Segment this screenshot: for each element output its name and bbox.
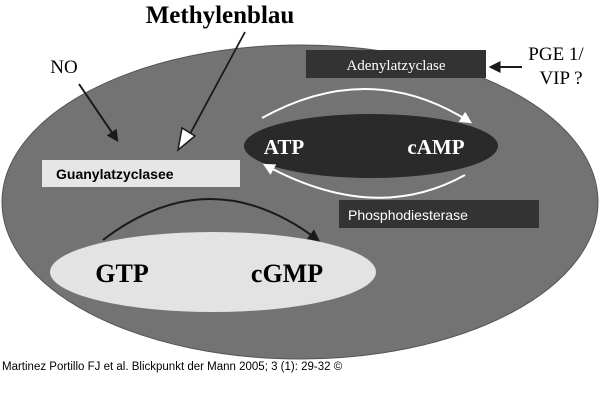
- diagram-canvas: Adenylatzyclase Guanylatzyclasee Phospho…: [1, 2, 599, 360]
- no-label: NO: [50, 57, 77, 78]
- atp-to-camp-arrow: [261, 88, 473, 124]
- gtp-label: GTP: [95, 259, 149, 288]
- vip-label: VIP ?: [539, 68, 582, 89]
- pge-label: PGE 1/: [528, 44, 584, 65]
- gtp-cgmp-oval: [50, 232, 376, 312]
- phosphodiesterase-box: [339, 200, 539, 228]
- gtp-to-cgmp-arrow: [102, 198, 320, 242]
- methylenblau-arrow-shaft: [189, 31, 246, 135]
- cgmp-label: cGMP: [251, 259, 323, 288]
- atp-camp-oval: [244, 114, 498, 178]
- source-credit: Martinez Portillo FJ et al. Blickpunkt d…: [2, 361, 343, 373]
- methylenblau-arrow-head: [176, 126, 197, 152]
- guanylatzyclase-box: [42, 160, 240, 187]
- phosphodiesterase-label: Phosphodiesterase: [348, 207, 468, 223]
- adenylatzyclase-label: Adenylatzyclase: [346, 58, 445, 74]
- camp-label: cAMP: [407, 135, 464, 159]
- no-arrow: [78, 83, 119, 142]
- methylenblau-label: Methylenblau: [146, 2, 295, 29]
- adenylatzyclase-box: [306, 50, 486, 78]
- atp-label: ATP: [264, 135, 305, 159]
- guanylatzyclase-label: Guanylatzyclasee: [56, 166, 174, 182]
- camp-to-atp-arrow: [262, 163, 466, 199]
